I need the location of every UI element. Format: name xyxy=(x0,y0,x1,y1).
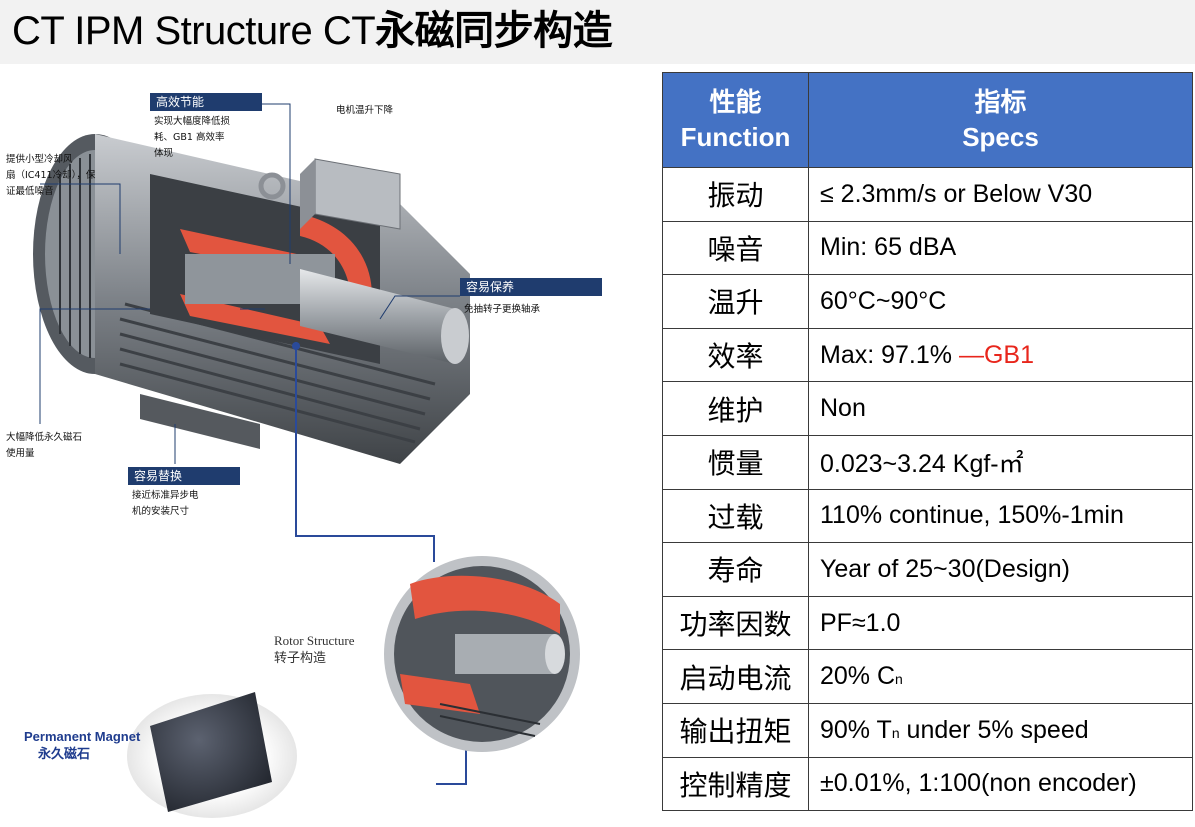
row-value: PF≈1.0 xyxy=(808,595,1193,651)
motor-cutaway-drawing xyxy=(33,103,580,818)
callout-fan-text: 提供小型冷却风 扇（IC411冷却），保 证最低噪音 xyxy=(6,154,96,197)
row-value: ±0.01%, 1:100(non encoder) xyxy=(808,756,1193,812)
row-label: 控制精度 xyxy=(662,756,809,812)
row-value: Year of 25~30(Design) xyxy=(808,542,1193,597)
page-title: CT IPM Structure CT永磁同步构造 xyxy=(12,6,613,56)
row-label: 过载 xyxy=(662,488,809,544)
row-label: 维护 xyxy=(662,381,809,436)
row-value: 110% continue, 150%-1min xyxy=(808,488,1193,544)
callout-efficient-title: 高效节能 xyxy=(150,93,262,111)
specs-table: 性能 Function 指标 Specs 振动≤ 2.3mm/s or Belo… xyxy=(662,72,1193,812)
table-row: 控制精度±0.01%, 1:100(non encoder) xyxy=(662,756,1193,812)
motor-illustration: 高效节能 实现大幅度降低损 耗、GB1 高效率 体现 电机温升下降 提供小型冷却… xyxy=(0,64,660,822)
title-bar xyxy=(0,0,1195,64)
rotor-zoom xyxy=(384,556,580,752)
header-function: 性能 Function xyxy=(662,72,809,168)
row-label: 寿命 xyxy=(662,542,809,597)
callout-replace-text: 接近标准异步电 机的安装尺寸 xyxy=(132,490,199,517)
rotor-structure-label: Rotor Structure 转子构造 xyxy=(274,633,355,666)
gb1-note: —GB1 xyxy=(958,340,1034,369)
row-label: 启动电流 xyxy=(662,649,809,704)
row-value: Max: 97.1% —GB1 xyxy=(808,327,1193,383)
row-value: Non xyxy=(808,381,1193,436)
callout-temp-text: 电机温升下降 xyxy=(336,105,394,116)
row-value: 0.023~3.24 Kgf-㎡ xyxy=(808,434,1193,490)
callout-lines xyxy=(39,103,460,464)
row-value: ≤ 2.3mm/s or Below V30 xyxy=(808,167,1193,222)
callout-replace-title: 容易替换 xyxy=(128,467,240,485)
row-label: 温升 xyxy=(662,274,809,329)
title-en: CT IPM Structure CT xyxy=(12,9,376,53)
callout-efficient-text: 实现大幅度降低损 耗、GB1 高效率 体现 xyxy=(154,116,231,159)
row-label: 输出扭矩 xyxy=(662,702,809,758)
row-label: 效率 xyxy=(662,327,809,383)
callout-maint-title: 容易保养 xyxy=(460,278,602,296)
row-value: 20% Cn xyxy=(808,649,1193,704)
row-value: 60°C~90°C xyxy=(808,274,1193,329)
title-cn: 永磁同步构造 xyxy=(375,8,613,54)
callout-magnet-reduce-text: 大幅降低永久磁石 使用量 xyxy=(6,432,83,459)
table-header-row: 性能 Function 指标 Specs xyxy=(662,72,1193,168)
row-value: 90% Tn under 5% speed xyxy=(808,702,1193,758)
header-specs: 指标 Specs xyxy=(808,72,1193,168)
row-label: 噪音 xyxy=(662,220,809,276)
table-row: 振动≤ 2.3mm/s or Below V30 xyxy=(662,167,1193,222)
permanent-magnet-label: Permanent Magnet 永久磁石 xyxy=(24,729,141,762)
row-label: 惯量 xyxy=(662,434,809,490)
row-label: 振动 xyxy=(662,167,809,222)
callout-maint-text: 免抽转子更换轴承 xyxy=(464,304,541,315)
row-label: 功率因数 xyxy=(662,595,809,651)
row-value: Min: 65 dBA xyxy=(808,220,1193,276)
permanent-magnet-image xyxy=(127,692,297,818)
